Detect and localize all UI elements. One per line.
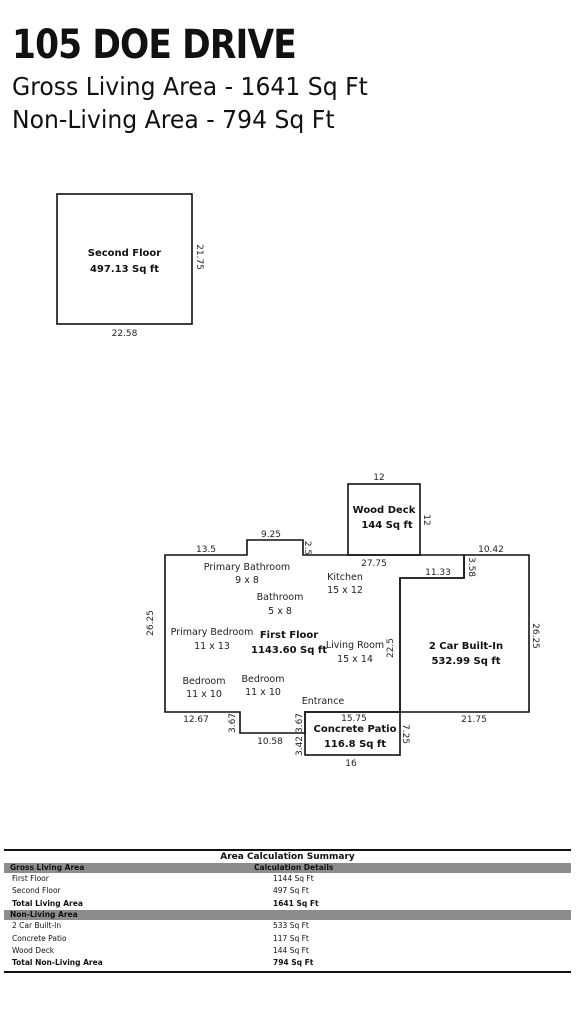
summary-row-name: Wood Deck [12, 945, 55, 955]
area-calculation-summary-table: Area Calculation Summary Gross Living Ar… [4, 849, 571, 973]
page-title: 105 DOE DRIVE [12, 22, 297, 68]
summary-total-value: 794 Sq Ft [273, 958, 314, 968]
summary-total-name: Total Living Area [12, 898, 83, 908]
patio-area: 116.8 Sq ft [324, 739, 386, 750]
dim-notch-bottom: 10.58 [257, 737, 283, 747]
dim-top-mid: 27.75 [361, 559, 387, 569]
dim-top-left: 13.5 [196, 545, 216, 555]
summary-section-name: Non-Living Area [10, 910, 78, 920]
summary-row-name: First Floor [12, 874, 49, 883]
gross-living-area-subtitle: Gross Living Area - 1641 Sq Ft [12, 72, 368, 101]
dim-bump-side: 2.5 [302, 541, 312, 555]
dim-patio-bottom: 16 [345, 759, 357, 769]
living-room-label: Living Room [326, 640, 384, 651]
summary-top-rule [4, 849, 571, 851]
bedroom-1-label: Bedroom [183, 676, 226, 687]
first-floor-area: 1143.60 Sq ft [251, 645, 327, 656]
dim-garage-inner: 11.33 [425, 568, 451, 578]
primary-bedroom-label: Primary Bedroom [171, 627, 254, 638]
dim-patio-top: 15.75 [341, 714, 367, 724]
second-floor-outline [56, 193, 193, 325]
summary-bottom-rule [4, 970, 571, 973]
summary-section-name: Gross Living Area [10, 863, 85, 872]
second-floor-area: 497.13 Sq ft [90, 264, 159, 275]
living-room-size: 15 x 14 [337, 654, 373, 665]
summary-row-value: 117 Sq Ft [273, 933, 309, 943]
summary-row-value: 497 Sq Ft [273, 886, 309, 896]
summary-row-name: 2 Car Built-In [12, 921, 62, 931]
summary-row: Wood Deck 144 Sq Ft [4, 945, 571, 957]
dim-notch-right: 3.67 [295, 713, 305, 733]
primary-bathroom-size: 9 x 8 [235, 575, 259, 586]
dim-garage-step: 3.58 [466, 557, 476, 577]
primary-bathroom-label: Primary Bathroom [204, 562, 290, 573]
kitchen-label: Kitchen [327, 572, 363, 583]
dim-bottom-left: 12.67 [183, 715, 209, 725]
dim-deck-side: 12 [421, 514, 431, 525]
dim-top-right: 10.42 [478, 545, 504, 555]
summary-row: Second Floor 497 Sq Ft [4, 885, 571, 897]
floor-plan-diagram: Second Floor 497.13 Sq ft 22.58 21.75 Wo… [56, 193, 540, 769]
summary-total-name: Total Non-Living Area [12, 958, 103, 968]
summary-row: First Floor 1144 Sq Ft [4, 873, 571, 885]
dim-living-right: 22.5 [386, 638, 396, 658]
garage-outline [399, 554, 530, 713]
summary-row-value: 533 Sq Ft [273, 921, 309, 931]
patio-label: Concrete Patio [314, 724, 397, 735]
primary-bedroom-size: 11 x 13 [194, 641, 230, 652]
non-living-area-subtitle: Non-Living Area - 794 Sq Ft [12, 105, 335, 134]
concrete-patio-outline [304, 711, 401, 756]
summary-row-name: Second Floor [12, 886, 61, 896]
dim-right-side: 26.25 [530, 623, 540, 649]
summary-section-header: Non-Living Area [4, 910, 571, 921]
bedroom-1-size: 11 x 10 [186, 689, 222, 700]
wood-deck-label: Wood Deck [353, 505, 416, 516]
dim-patio-side: 7.25 [400, 724, 410, 744]
summary-row-value: 144 Sq Ft [273, 945, 309, 955]
second-floor-side-dimension: 21.75 [194, 244, 204, 270]
garage-label: 2 Car Built-In [429, 641, 503, 652]
dim-bump-top: 9.25 [261, 530, 281, 540]
garage-area: 532.99 Sq ft [431, 656, 500, 667]
dim-left-side: 26.25 [146, 610, 156, 636]
bathroom-label: Bathroom [257, 592, 304, 603]
dim-notch-left: 3.67 [228, 713, 238, 733]
entrance-label: Entrance [302, 696, 345, 707]
summary-total-row: Total Living Area 1641 Sq Ft [4, 898, 571, 910]
summary-row: Concrete Patio 117 Sq Ft [4, 933, 571, 945]
wood-deck-outline [347, 483, 421, 556]
summary-row-value: 1144 Sq Ft [273, 874, 314, 883]
summary-total-value: 1641 Sq Ft [273, 898, 319, 908]
summary-title: Area Calculation Summary [220, 852, 355, 862]
bedroom-2-label: Bedroom [242, 674, 285, 685]
summary-row: 2 Car Built-In 533 Sq Ft [4, 920, 571, 932]
summary-total-row: Total Non-Living Area 794 Sq Ft [4, 957, 571, 969]
dim-garage-bottom: 21.75 [461, 715, 487, 725]
kitchen-size: 15 x 12 [327, 585, 363, 596]
dim-patio-left: 3.42 [295, 736, 305, 756]
wood-deck-area: 144 Sq ft [361, 520, 413, 531]
dim-deck-top: 12 [373, 473, 384, 483]
second-floor-label: Second Floor [88, 248, 162, 259]
summary-section-header: Gross Living Area Calculation Details [4, 863, 571, 873]
first-floor-label: First Floor [260, 630, 318, 641]
summary-row-name: Concrete Patio [12, 933, 67, 943]
second-floor-bottom-dimension: 22.58 [112, 329, 138, 339]
summary-section-detail-header: Calculation Details [254, 863, 334, 872]
bathroom-size: 5 x 8 [268, 606, 292, 617]
bedroom-2-size: 11 x 10 [245, 687, 281, 698]
